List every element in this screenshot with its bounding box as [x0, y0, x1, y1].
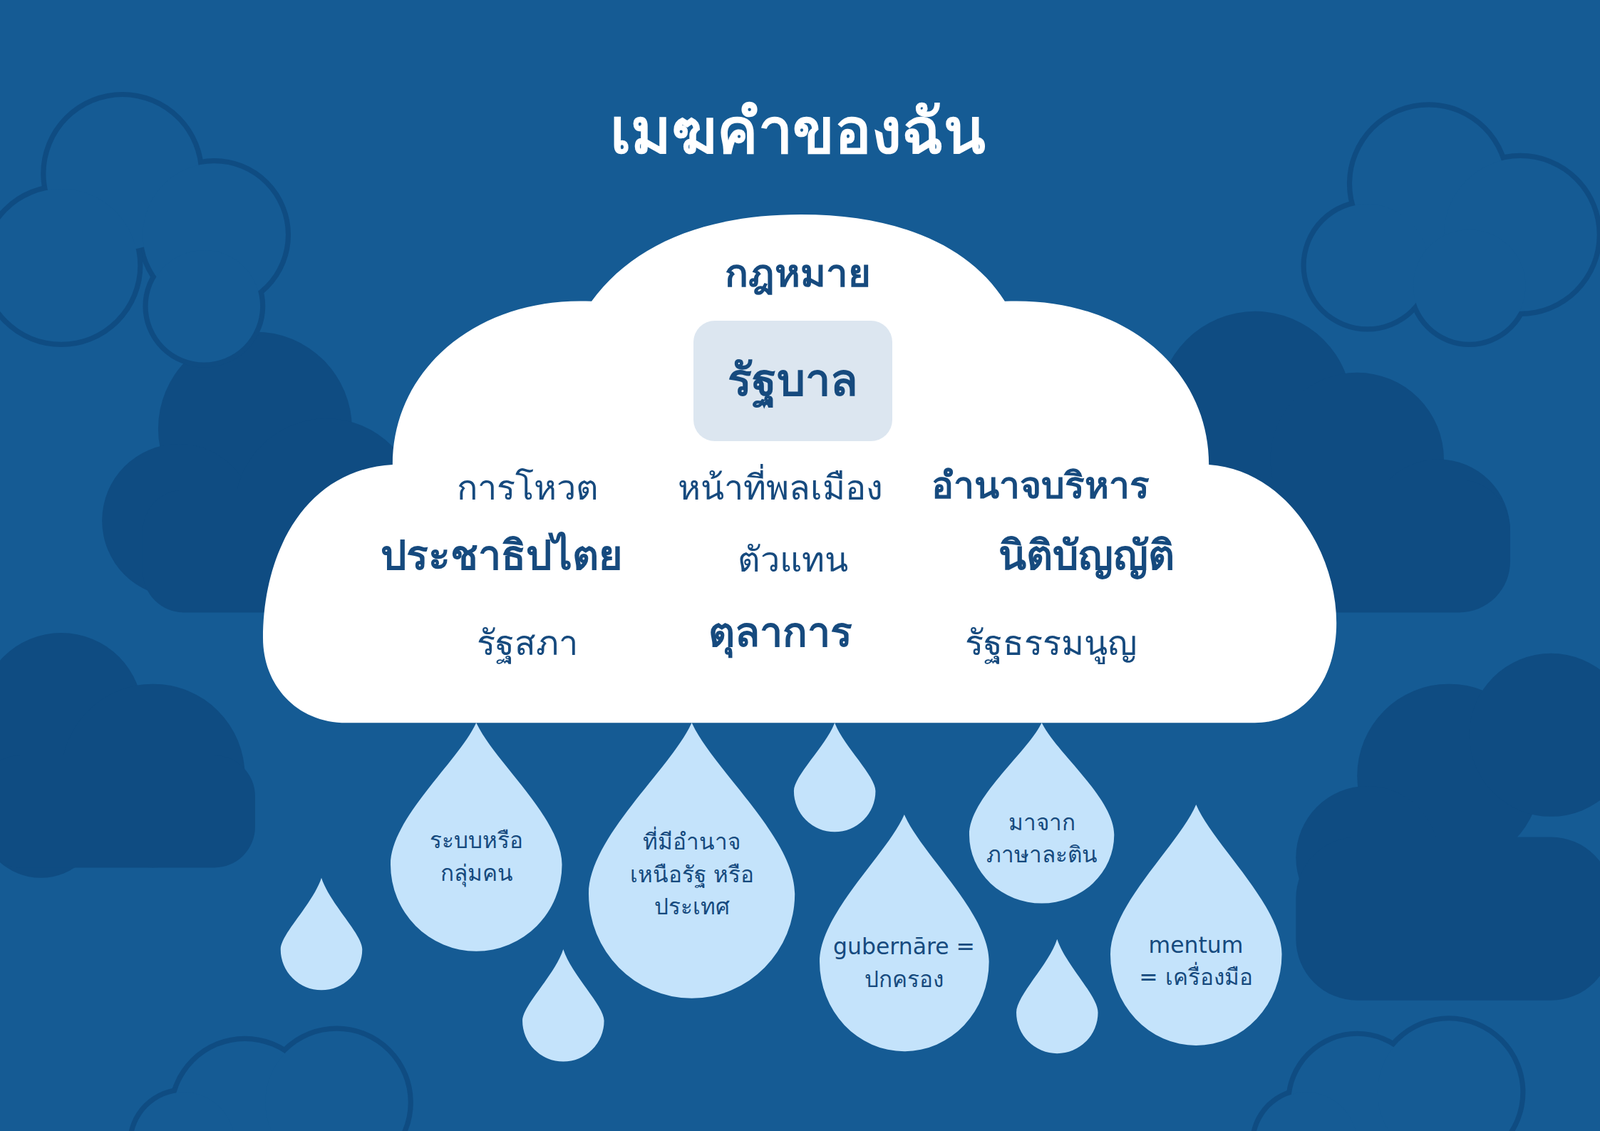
cloud-outline-path — [262, 214, 1337, 723]
highlight-box: รัฐบาล — [693, 320, 893, 442]
raindrop: มาจาก ภาษาละติน — [969, 722, 1114, 904]
raindrop-outline — [819, 814, 990, 1052]
cloud-word: นิติบัญญัติ — [998, 531, 1175, 581]
cloud-word: ตุลาการ — [708, 608, 853, 658]
raindrop-outline-path — [969, 722, 1114, 904]
raindrop-outline-path — [1110, 804, 1283, 1046]
highlight-word: รัฐบาล — [727, 353, 859, 408]
raindrop-outline — [1110, 804, 1283, 1046]
word-cloud: กฎหมายการโหวต หน้าที่พลเมือง อำนาจบริหารปร… — [262, 214, 1337, 723]
raindrop: ที่มีอำนาจ เหนือรัฐ หรือประเทศ — [588, 722, 795, 999]
cloud-word: รัฐธรรมนูญ — [964, 622, 1137, 664]
cloud-word: ประชาธิปไตย — [380, 531, 623, 581]
cloud-word: การโหวต — [456, 466, 599, 509]
raindrop-outline — [588, 722, 795, 999]
title: เมฆคำของฉัน — [610, 81, 986, 180]
outline-clouds — [0, 96, 1598, 1131]
drop-text: ที่มีอำนาจ เหนือรัฐ หรือประเทศ — [624, 826, 760, 924]
empty-raindrops — [280, 722, 1099, 1062]
outline-clouds-fill — [0, 96, 1598, 1131]
cloud-word: อำนาจบริหาร — [931, 463, 1150, 509]
drop-text: ระบบหรือ กลุ่มคน — [416, 824, 538, 890]
raindrop-outline-path — [819, 814, 990, 1052]
cloud-word: รัฐสภา — [476, 622, 578, 664]
raindrop: mentum = เครื่องมือ — [1110, 804, 1283, 1046]
raindrop: gubernāre = ปกครอง — [819, 814, 990, 1052]
cloud-word: กฎหมาย — [724, 250, 871, 297]
cloud-word: หน้าที่พลเมือง — [677, 466, 884, 509]
cloud-word: ตัวแทน — [737, 538, 849, 581]
raindrop: ระบบหรือ กลุ่มคน — [390, 722, 563, 952]
raindrop-outline-path — [390, 722, 563, 952]
dark-clouds — [0, 311, 1600, 1001]
raindrop-outline-path — [588, 722, 795, 999]
drop-text: gubernāre = ปกครอง — [833, 930, 976, 996]
drop-text: มาจาก ภาษาละติน — [977, 806, 1107, 872]
drop-text: mentum = เครื่องมือ — [1137, 929, 1256, 995]
